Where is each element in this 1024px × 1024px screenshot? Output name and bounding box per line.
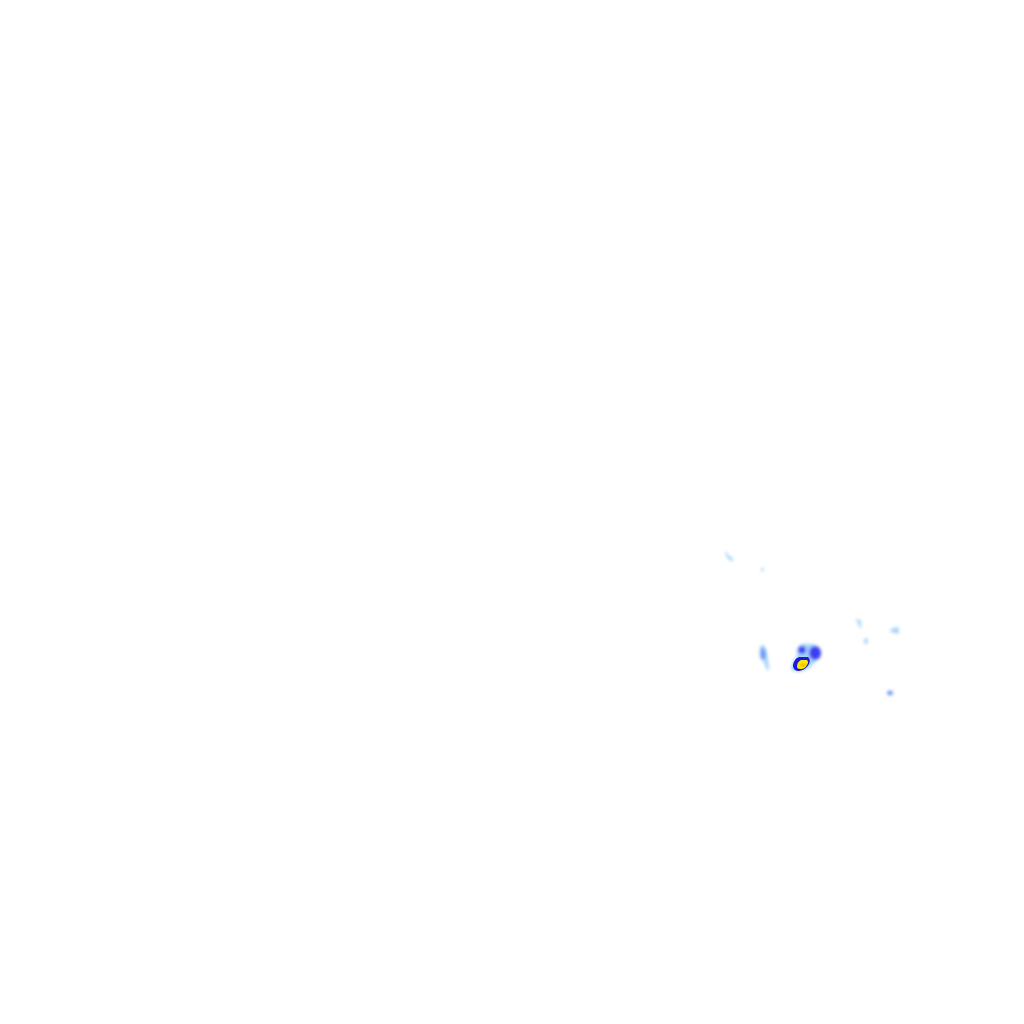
rain-cell-moderate [760,648,766,660]
rain-cell-heavy [798,646,806,654]
rain-cell-moderate [887,690,893,696]
rain-cell-light [864,638,868,644]
rain-cell-light [725,551,734,561]
rain-cell-light [761,567,764,572]
rain-cell-light [856,619,862,628]
rain-cell-intense-center [800,663,806,667]
rain-cell-light [889,627,899,634]
rain-cell-heavy [809,646,821,660]
